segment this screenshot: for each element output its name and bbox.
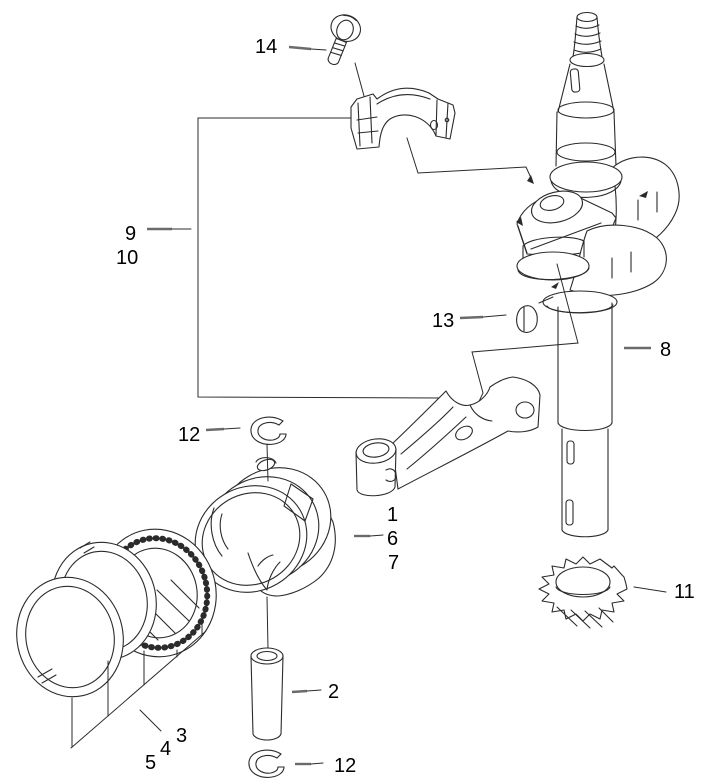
connecting-rod-part bbox=[355, 376, 541, 497]
callout-9: 9 bbox=[125, 223, 136, 245]
callout-10: 10 bbox=[116, 247, 138, 269]
cap-rod-bracket bbox=[147, 117, 534, 399]
callout-6: 6 bbox=[387, 528, 398, 550]
callout-3: 3 bbox=[176, 725, 187, 747]
piston-rings-group bbox=[16, 528, 217, 749]
crankshaft-part bbox=[516, 11, 680, 538]
woodruff-key-part bbox=[516, 296, 554, 333]
callout-11: 11 bbox=[674, 581, 695, 603]
callout-12-bottom: 12 bbox=[334, 755, 356, 777]
callout-labels: 14 9 10 13 8 12 1 6 7 2 12 3 4 5 11 bbox=[116, 36, 695, 777]
callout-4: 4 bbox=[160, 738, 171, 760]
timing-gear-part bbox=[538, 556, 628, 629]
callout-2: 2 bbox=[328, 681, 339, 703]
retaining-ring-bottom-part bbox=[248, 749, 285, 778]
callout-8: 8 bbox=[660, 339, 671, 361]
bolt-14-part bbox=[327, 14, 365, 97]
piston-pin-part bbox=[250, 647, 284, 741]
piston-part bbox=[194, 443, 336, 650]
rod-cap-part bbox=[350, 87, 456, 150]
retaining-ring-top-part bbox=[250, 416, 287, 445]
callout-12-top: 12 bbox=[178, 424, 200, 446]
callout-14: 14 bbox=[255, 36, 277, 58]
callout-7: 7 bbox=[388, 552, 399, 574]
callout-13: 13 bbox=[432, 310, 454, 332]
callout-1: 1 bbox=[387, 504, 398, 526]
callout-5: 5 bbox=[145, 752, 156, 774]
label-leaders bbox=[205, 45, 667, 766]
